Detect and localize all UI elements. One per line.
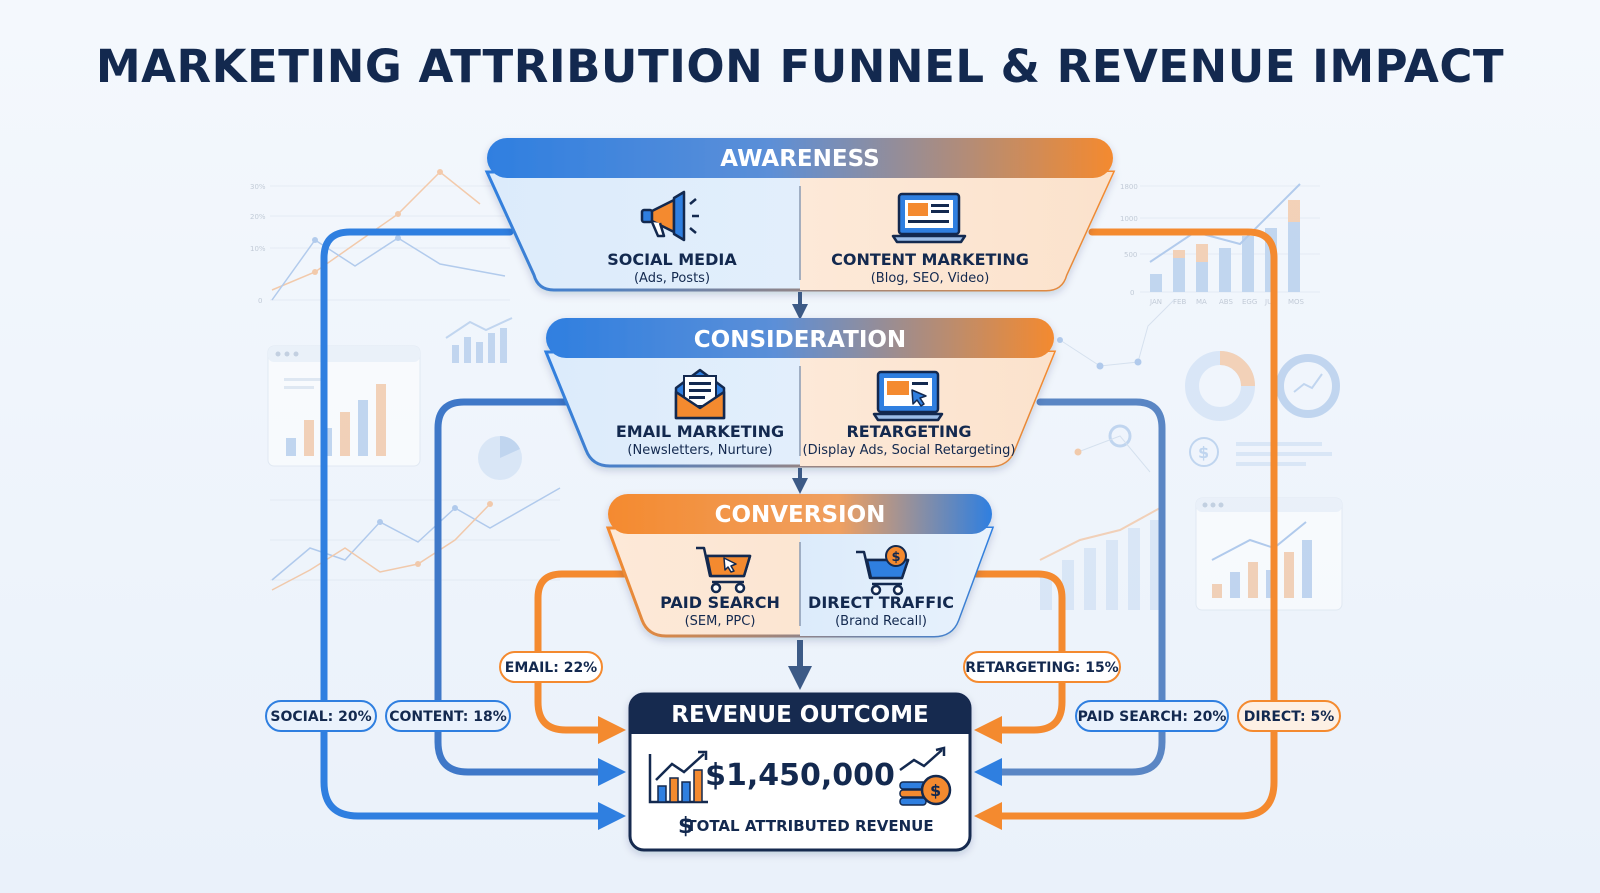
background-decoration: 30% 20% 10% 0 [250, 169, 1343, 611]
decor-tick: 1800 [1120, 183, 1138, 191]
pill-direct-label: DIRECT: 5% [1244, 709, 1334, 725]
monitor-cursor-icon [872, 370, 944, 422]
laptop-content-icon [891, 192, 967, 244]
flow-social [320, 228, 626, 830]
decor-month: MA [1196, 298, 1207, 306]
revenue-label: TOTAL ATTRIBUTED REVENUE [686, 817, 933, 835]
decor-tick: 1000 [1120, 215, 1138, 223]
page-title: MARKETING ATTRIBUTION FUNNEL & REVENUE I… [95, 40, 1505, 93]
pill-social-label: SOCIAL: 20% [270, 709, 371, 725]
decor-bars-right-bottom [1039, 507, 1162, 610]
decor-tick: 10% [250, 245, 266, 253]
decor-bar-chart-right: 1800 1000 500 0 JAN FEB MA ABS EGG JUL M… [1120, 183, 1320, 306]
envelope-icon [674, 368, 726, 420]
decor-tick: 0 [258, 297, 262, 305]
decor-pie-left [478, 436, 522, 480]
decor-tick: 20% [250, 213, 266, 221]
stage-title-consideration: CONSIDERATION [694, 327, 906, 353]
flow-email [534, 570, 632, 744]
attribution-flows [320, 228, 1278, 830]
pill-paid-search-label: PAID SEARCH: 20% [1078, 709, 1227, 725]
channel-sub-retargeting: (Display Ads, Social Retargeting) [803, 443, 1016, 458]
decor-line-chart-left: 30% 20% 10% 0 [250, 169, 510, 305]
channel-sub-paid-search: (SEM, PPC) [685, 614, 756, 629]
channel-sub-social-media: (Ads, Posts) [634, 271, 710, 286]
revenue-amount: $1,450,000 [705, 758, 895, 793]
decor-month: EGG [1242, 298, 1257, 306]
dollar-sign-icon: $ [678, 814, 693, 839]
growth-chart-icon [648, 750, 708, 804]
pill-retargeting: RETARGETING: 15% [963, 651, 1121, 683]
decor-month: MOS [1288, 298, 1305, 306]
pill-email: EMAIL: 22% [499, 651, 603, 683]
flow-retargeting [972, 570, 1066, 744]
channel-name-content-marketing: CONTENT MARKETING [831, 250, 1029, 269]
channel-name-paid-search: PAID SEARCH [660, 593, 780, 612]
decor-tick: 30% [250, 183, 266, 191]
decor-donut-right [1185, 351, 1340, 421]
cart-dollar-icon: $ [856, 545, 910, 596]
decor-bar-icon [445, 317, 513, 363]
svg-text:$: $ [892, 550, 901, 565]
flow-content [434, 398, 626, 786]
channel-name-email-marketing: EMAIL MARKETING [616, 422, 784, 441]
decor-line-chart-left-bottom [270, 487, 561, 591]
channel-sub-content-marketing: (Blog, SEO, Video) [871, 271, 990, 286]
pill-paid-search: PAID SEARCH: 20% [1075, 700, 1229, 732]
flow-direct [974, 228, 1278, 830]
decor-month: JUL [1264, 298, 1276, 306]
coins-growth-icon: $ [899, 746, 952, 806]
decor-dollar-icon: $ [1189, 437, 1332, 467]
stage-title-awareness: AWARENESS [720, 146, 879, 172]
pill-content: CONTENT: 18% [385, 700, 511, 732]
svg-text:$: $ [1198, 443, 1209, 462]
cart-cursor-icon [696, 546, 752, 594]
pill-retargeting-label: RETARGETING: 15% [965, 660, 1118, 676]
revenue-title: REVENUE OUTCOME [671, 702, 929, 728]
decor-month: FEB [1173, 298, 1186, 306]
stage-title-conversion: CONVERSION [715, 502, 886, 528]
decor-window-right [1195, 497, 1343, 611]
decor-tick: 500 [1124, 251, 1137, 259]
decor-window-left [267, 345, 421, 467]
pill-email-label: EMAIL: 22% [505, 660, 597, 676]
flow-paid-search [974, 398, 1166, 786]
decor-month: ABS [1219, 298, 1233, 306]
pill-direct: DIRECT: 5% [1237, 700, 1341, 732]
channel-name-direct-traffic: DIRECT TRAFFIC [808, 593, 954, 612]
svg-text:$: $ [930, 781, 941, 800]
decor-tick: 0 [1130, 289, 1134, 297]
channel-sub-email-marketing: (Newsletters, Nurture) [627, 443, 772, 458]
channel-sub-direct-traffic: (Brand Recall) [835, 614, 927, 629]
channel-name-social-media: SOCIAL MEDIA [607, 250, 737, 269]
revenue-outcome-box [628, 692, 972, 852]
pill-content-label: CONTENT: 18% [389, 709, 507, 725]
megaphone-icon [640, 190, 699, 242]
stage-conversion [605, 494, 995, 638]
decor-month: JAN [1149, 298, 1162, 306]
channel-name-retargeting: RETARGETING [846, 422, 971, 441]
decor-network-right [1057, 299, 1175, 473]
pill-social: SOCIAL: 20% [265, 700, 377, 732]
